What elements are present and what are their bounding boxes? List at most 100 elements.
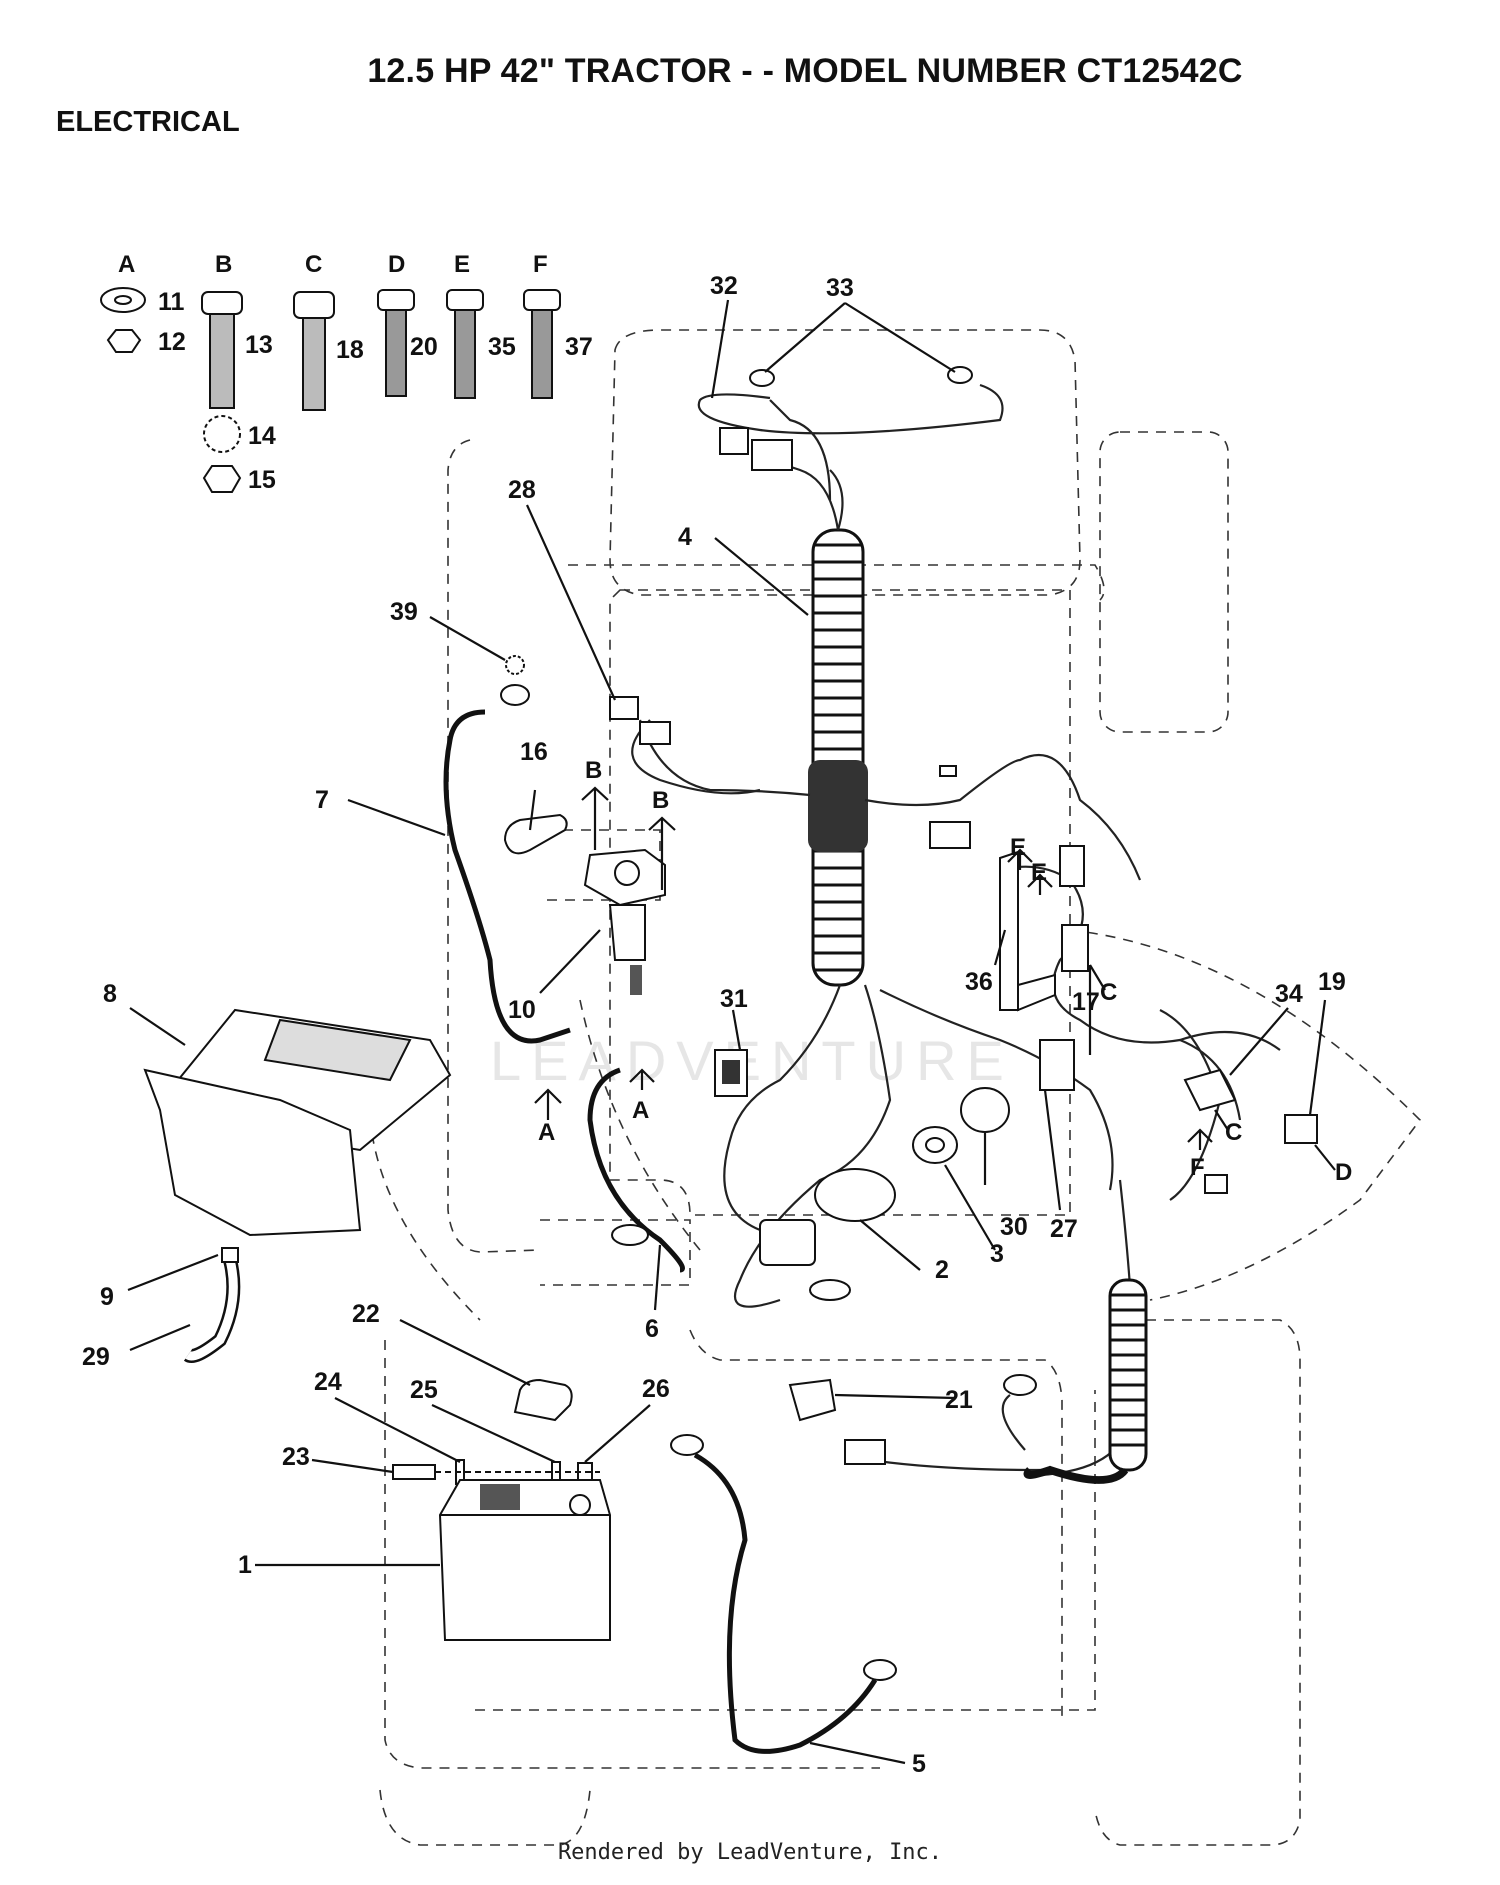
- callout-11: 11: [158, 288, 185, 316]
- marker-b: B: [652, 787, 669, 814]
- marker-c: C: [1225, 1119, 1242, 1146]
- callout-33: 33: [826, 274, 854, 302]
- solenoid-body: [608, 904, 646, 961]
- callout-15: 15: [248, 466, 276, 494]
- bolt-d-icon: [377, 289, 415, 311]
- hardware-letter-d: D: [388, 251, 405, 278]
- module-icon: [1039, 1039, 1075, 1091]
- marker-d: D: [1335, 1159, 1352, 1186]
- marker-a: A: [538, 1119, 555, 1146]
- connector-icon: [929, 821, 971, 849]
- hose-clamp-icon: [221, 1247, 239, 1263]
- watermark: LEADVENTURE: [490, 1029, 1014, 1092]
- callout-10: 10: [508, 996, 536, 1024]
- callout-13: 13: [245, 331, 273, 359]
- hardware-markers: A A B B C C D E E F: [534, 757, 1352, 1186]
- callout-23: 23: [282, 1443, 310, 1471]
- bulb-socket-icon: [749, 369, 775, 387]
- bolt-e-icon: [446, 289, 484, 311]
- star-washer-icon: [203, 415, 241, 453]
- marker-e: E: [1010, 834, 1026, 861]
- callout-22: 22: [352, 1300, 380, 1328]
- marker-e: E: [1031, 859, 1047, 886]
- callout-numbers: 1 2 3 4 5 6 7 8 9 10 11 12 13 14 15 16 1…: [82, 272, 1346, 1778]
- callout-2: 2: [935, 1256, 949, 1284]
- ring-terminal-icon: [1003, 1374, 1037, 1396]
- bolt-f-icon: [523, 289, 561, 311]
- fuse-holder-icon: [503, 813, 568, 855]
- marker-a: A: [632, 1097, 649, 1124]
- callout-25: 25: [410, 1376, 438, 1404]
- wiring-harness: [631, 383, 1281, 1477]
- nylon-nut-icon: [202, 465, 242, 493]
- callout-1: 1: [238, 1551, 252, 1579]
- callout-4: 4: [678, 523, 692, 551]
- callout-37: 37: [565, 333, 593, 361]
- starter-cable: [587, 1067, 685, 1273]
- pto-switch-icon: [788, 1378, 837, 1422]
- mounting-bracket-icon: [999, 850, 1056, 1012]
- connector-icon: [759, 1219, 816, 1266]
- page-title: 12.5 HP 42" TRACTOR - - MODEL NUMBER CT1…: [367, 52, 1243, 90]
- callout-8: 8: [103, 980, 117, 1008]
- ring-terminal-icon: [611, 1224, 649, 1246]
- callout-28: 28: [508, 476, 536, 504]
- terminal-bolt-icon: [392, 1464, 436, 1480]
- callout-18: 18: [336, 336, 364, 364]
- ignition-bezel-icon: [960, 1087, 1010, 1133]
- connector-icon: [844, 1439, 886, 1465]
- coiled-cord: [1023, 1278, 1148, 1484]
- ground-cable: [443, 709, 571, 1044]
- interlock-switch-icon: [1061, 924, 1089, 972]
- connector-icon: [719, 427, 749, 455]
- marker-f: F: [1190, 1154, 1205, 1181]
- tractor-outline: [368, 329, 1422, 1846]
- callout-12: 12: [158, 328, 186, 356]
- hardware-letter-f: F: [533, 251, 548, 278]
- callout-29: 29: [82, 1343, 110, 1371]
- callout-14: 14: [248, 422, 276, 450]
- callout-31: 31: [720, 985, 748, 1013]
- callout-34: 34: [1275, 980, 1303, 1008]
- battery-cable: [693, 1452, 878, 1754]
- callout-27: 27: [1050, 1215, 1078, 1243]
- mounting-bracket-icon: [1183, 1068, 1237, 1112]
- hardware-legend: A B C D E F: [100, 251, 561, 493]
- callout-30: 30: [1000, 1213, 1028, 1241]
- bolt-c-icon: [293, 291, 335, 319]
- hardware-letter-c: C: [305, 251, 322, 278]
- callout-6: 6: [645, 1315, 659, 1343]
- connector-icon: [639, 721, 671, 745]
- callout-16: 16: [520, 738, 548, 766]
- bolt-b-icon: [201, 291, 243, 315]
- marker-b: B: [585, 757, 602, 784]
- callout-17: 17: [1072, 988, 1100, 1016]
- connector-icon: [609, 696, 639, 720]
- ignition-switch-icon: [814, 1168, 896, 1222]
- harness-clamp: [808, 760, 868, 852]
- callout-19: 19: [1318, 968, 1346, 996]
- callout-24: 24: [314, 1368, 342, 1396]
- components: [143, 366, 1318, 1641]
- ring-terminal-icon: [500, 684, 530, 706]
- callout-20: 20: [410, 333, 438, 361]
- connector-icon: [939, 765, 957, 777]
- callout-21: 21: [945, 1386, 973, 1414]
- hardware-letter-e: E: [454, 251, 470, 278]
- callout-26: 26: [642, 1375, 670, 1403]
- terminal-cover-icon: [513, 1378, 573, 1422]
- callout-5: 5: [912, 1750, 926, 1778]
- ring-terminal-icon: [670, 1434, 704, 1456]
- hardware-letter-b: B: [215, 251, 232, 278]
- ring-terminal-icon: [863, 1659, 897, 1681]
- callout-36: 36: [965, 968, 993, 996]
- callout-7: 7: [315, 786, 329, 814]
- callout-32: 32: [710, 272, 738, 300]
- plunger-switch-icon: [1284, 1114, 1318, 1144]
- render-credit: Rendered by LeadVenture, Inc.: [557, 1840, 943, 1865]
- callout-39: 39: [390, 598, 418, 626]
- hardware-letter-a: A: [118, 251, 135, 278]
- battery-tray-icon: [143, 1068, 362, 1237]
